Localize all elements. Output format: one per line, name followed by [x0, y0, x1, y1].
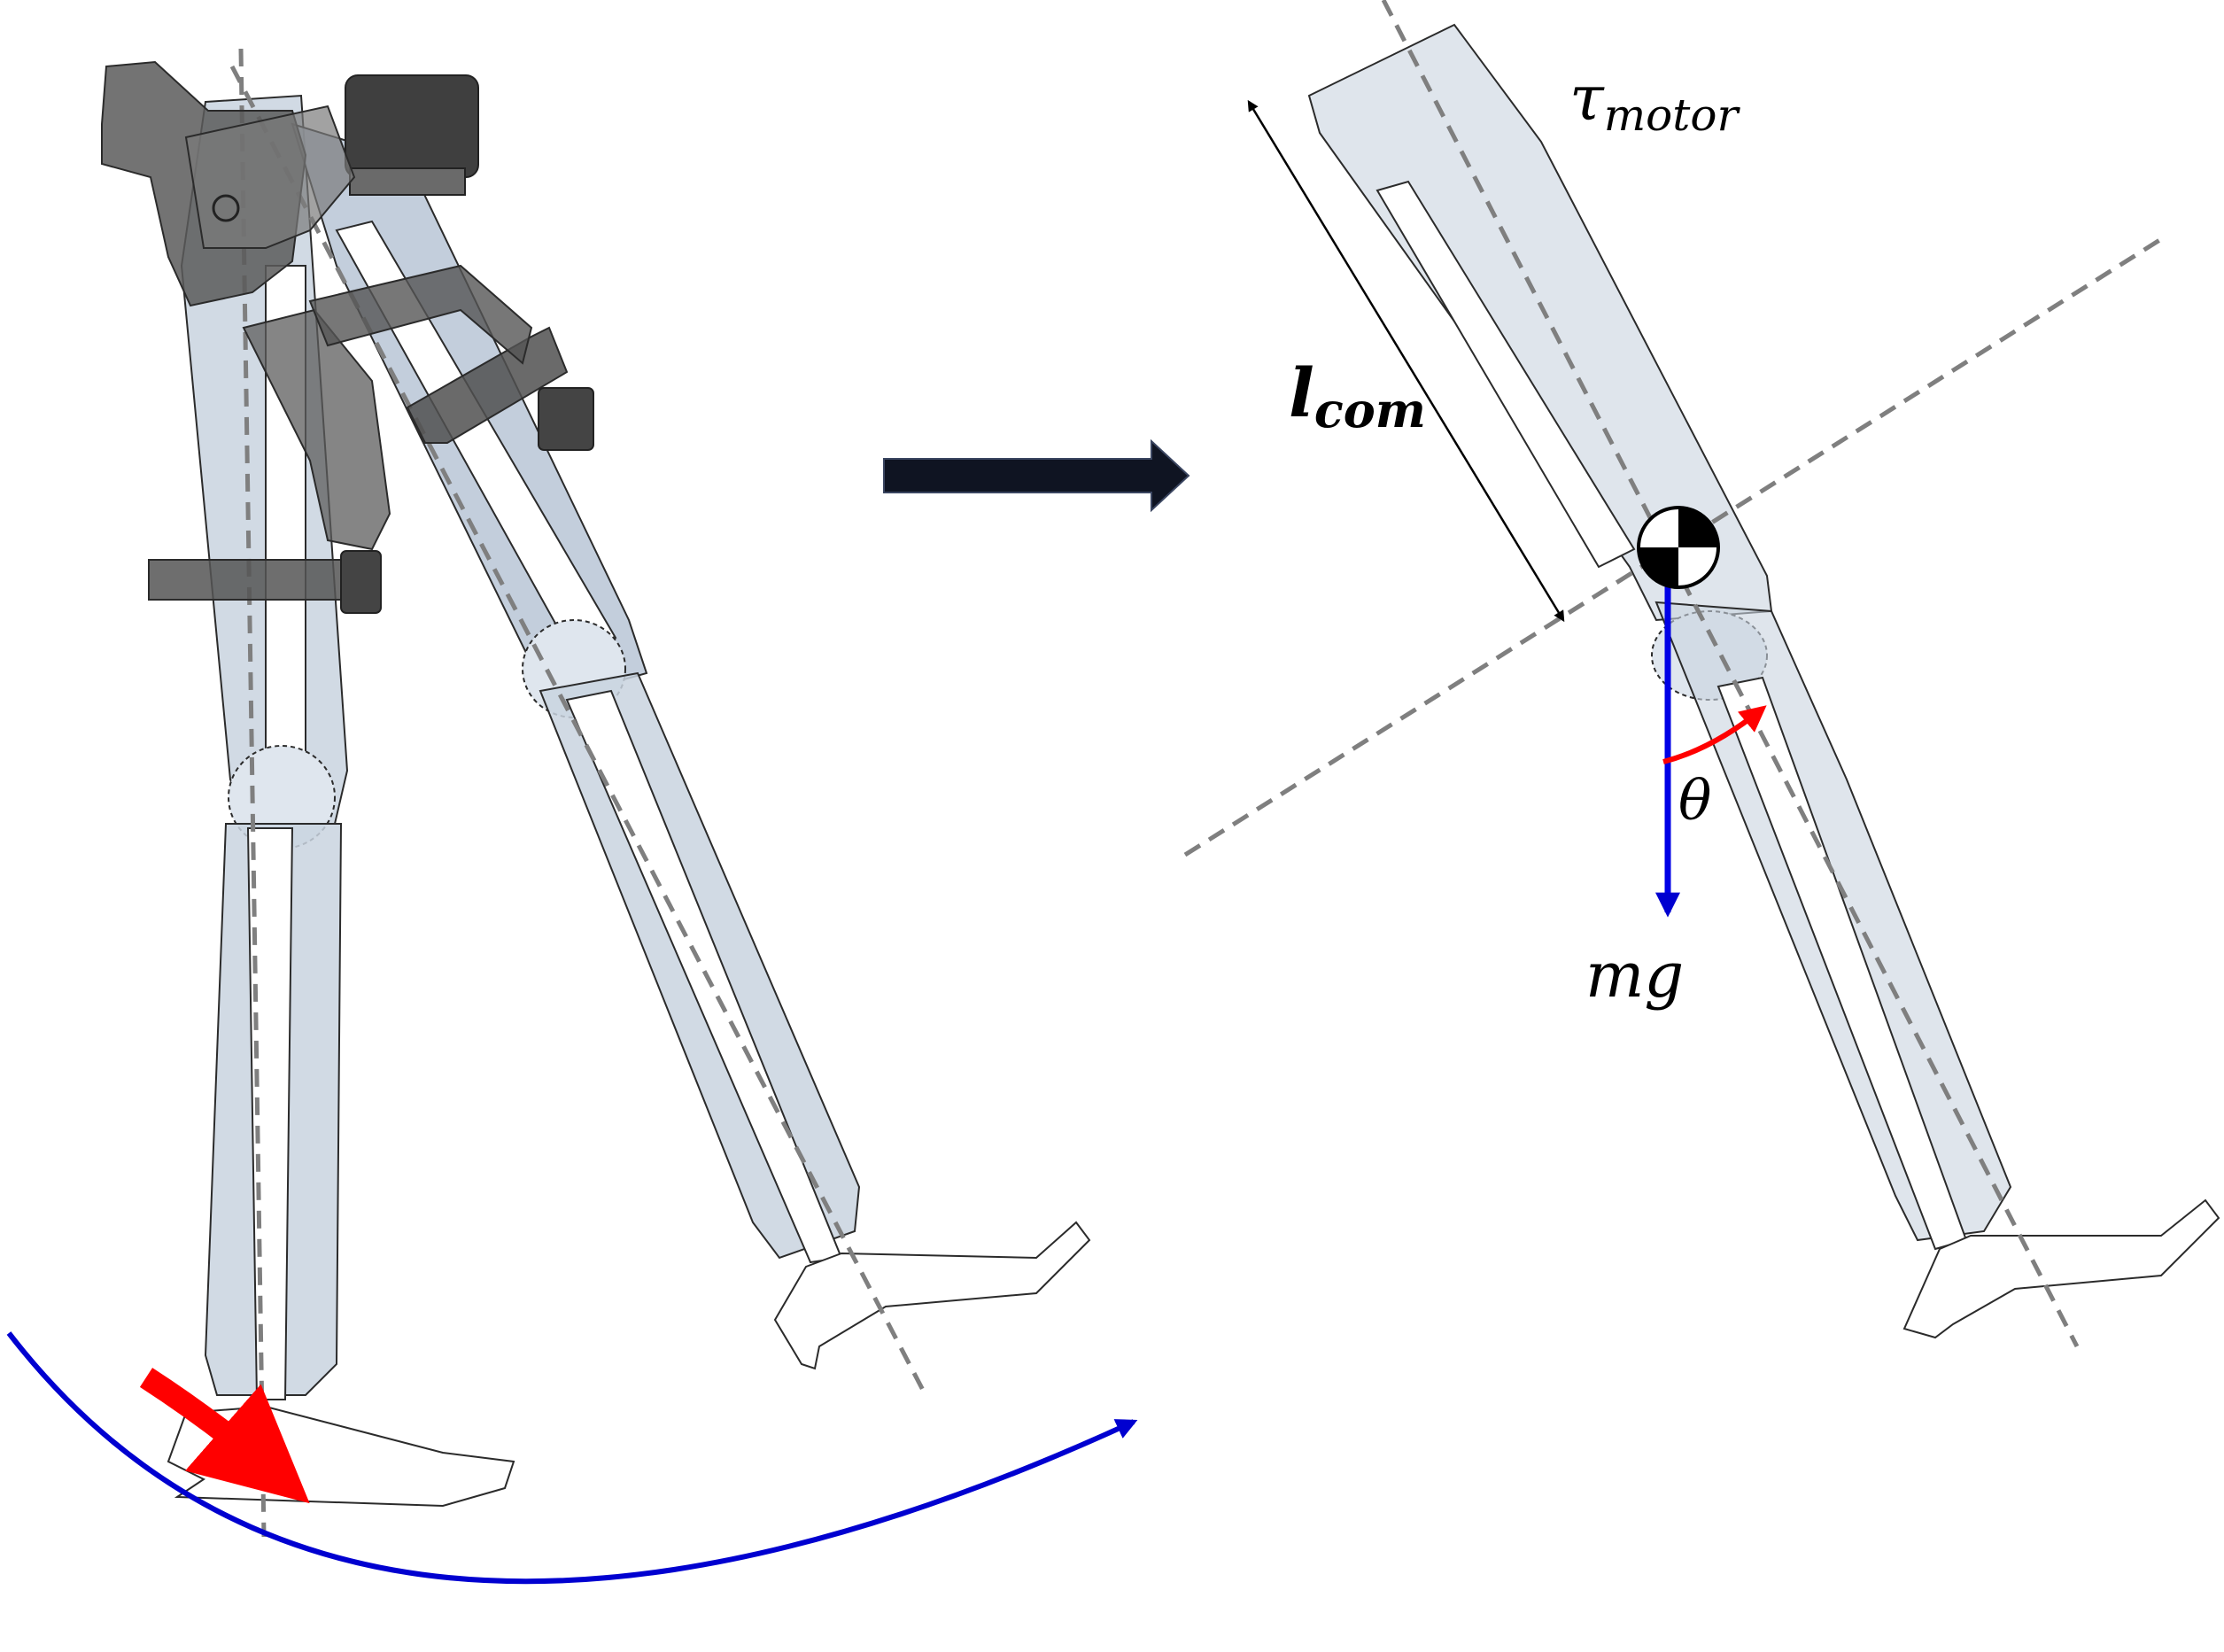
- l-com-label: lcom: [1289, 353, 1426, 438]
- swing-femur: [335, 220, 617, 662]
- right-pendulum-model: τmotor lcom θ mg: [1183, 0, 2220, 1348]
- model-leg-axis-line: [1381, 0, 2080, 1348]
- front-thigh-strap: [406, 326, 569, 444]
- strap-buckle-rear: [340, 550, 382, 614]
- tau-motor-label: τmotor: [1569, 62, 1740, 141]
- hip-joint-icon: [212, 194, 240, 222]
- left-walking-figure: [6, 48, 1138, 1585]
- motor-housing: [345, 74, 479, 178]
- hip-frame: [184, 105, 356, 249]
- hip-actuator-device: [101, 60, 594, 614]
- theta-angle-arc: [1662, 705, 1767, 764]
- motor-mount: [349, 167, 466, 196]
- stance-axis-line: [238, 48, 267, 1538]
- l-com-dimension-arrow: [1247, 99, 1565, 623]
- center-of-mass-icon: [1637, 506, 1720, 589]
- assist-torque-arrow: [139, 1368, 310, 1504]
- model-tibia: [1716, 676, 1968, 1251]
- strap-buckle-front: [538, 387, 594, 451]
- swing-axis-line: [229, 65, 928, 1397]
- swing-leg: [229, 65, 1091, 1397]
- model-foot: [1902, 1198, 2220, 1339]
- swing-tibia: [565, 689, 843, 1264]
- swing-trajectory-arc: [6, 1331, 1138, 1585]
- theta-label: θ: [1678, 768, 1711, 833]
- rear-thigh-strap: [148, 559, 367, 601]
- right-arrow-icon: [883, 438, 1190, 513]
- mg-label: mg: [1585, 939, 1684, 1012]
- transition-arrow: [883, 438, 1190, 513]
- upper-thigh-strap: [308, 264, 533, 365]
